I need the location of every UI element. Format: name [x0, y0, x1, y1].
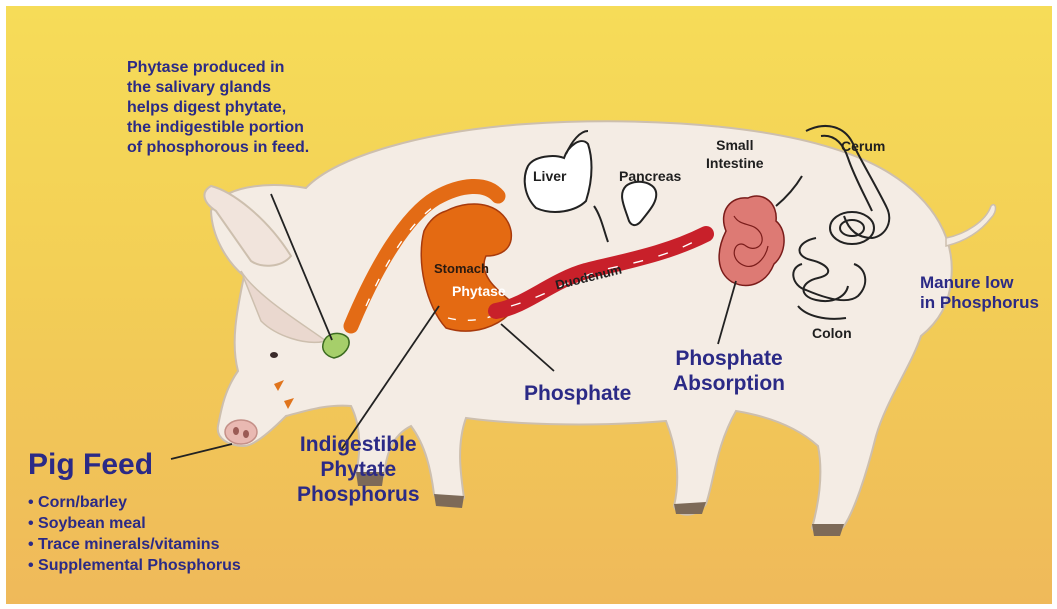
- stomach-label: Stomach: [434, 262, 489, 275]
- liver-label: Liver: [533, 169, 566, 184]
- salivary-note: Phytase produced in the salivary glands …: [127, 58, 309, 158]
- indigestible-phytate-label: Indigestible Phytate Phosphorus: [297, 432, 420, 507]
- cerum-label: Cerum: [841, 139, 885, 154]
- pig-feed-list: Corn/barley Soybean meal Trace minerals/…: [28, 492, 241, 576]
- manure-label: Manure low in Phosphorus: [920, 273, 1039, 313]
- pig-feed-item: Corn/barley: [28, 492, 241, 513]
- colon-label: Colon: [812, 326, 852, 341]
- pig-feed-item: Supplemental Phosphorus: [28, 555, 241, 576]
- pig-feed-item: Soybean meal: [28, 513, 241, 534]
- small-intestine-label: Small Intestine: [706, 136, 764, 172]
- phytase-label: Phytase: [452, 284, 506, 298]
- pig-feed-item: Trace minerals/vitamins: [28, 534, 241, 555]
- diagram-frame: Phytase produced in the salivary glands …: [6, 6, 1052, 604]
- pig-feed-title: Pig Feed: [28, 449, 153, 481]
- pancreas-label: Pancreas: [619, 169, 681, 184]
- phosphate-label: Phosphate: [524, 383, 631, 405]
- phosphate-absorption-label: Phosphate Absorption: [673, 346, 785, 396]
